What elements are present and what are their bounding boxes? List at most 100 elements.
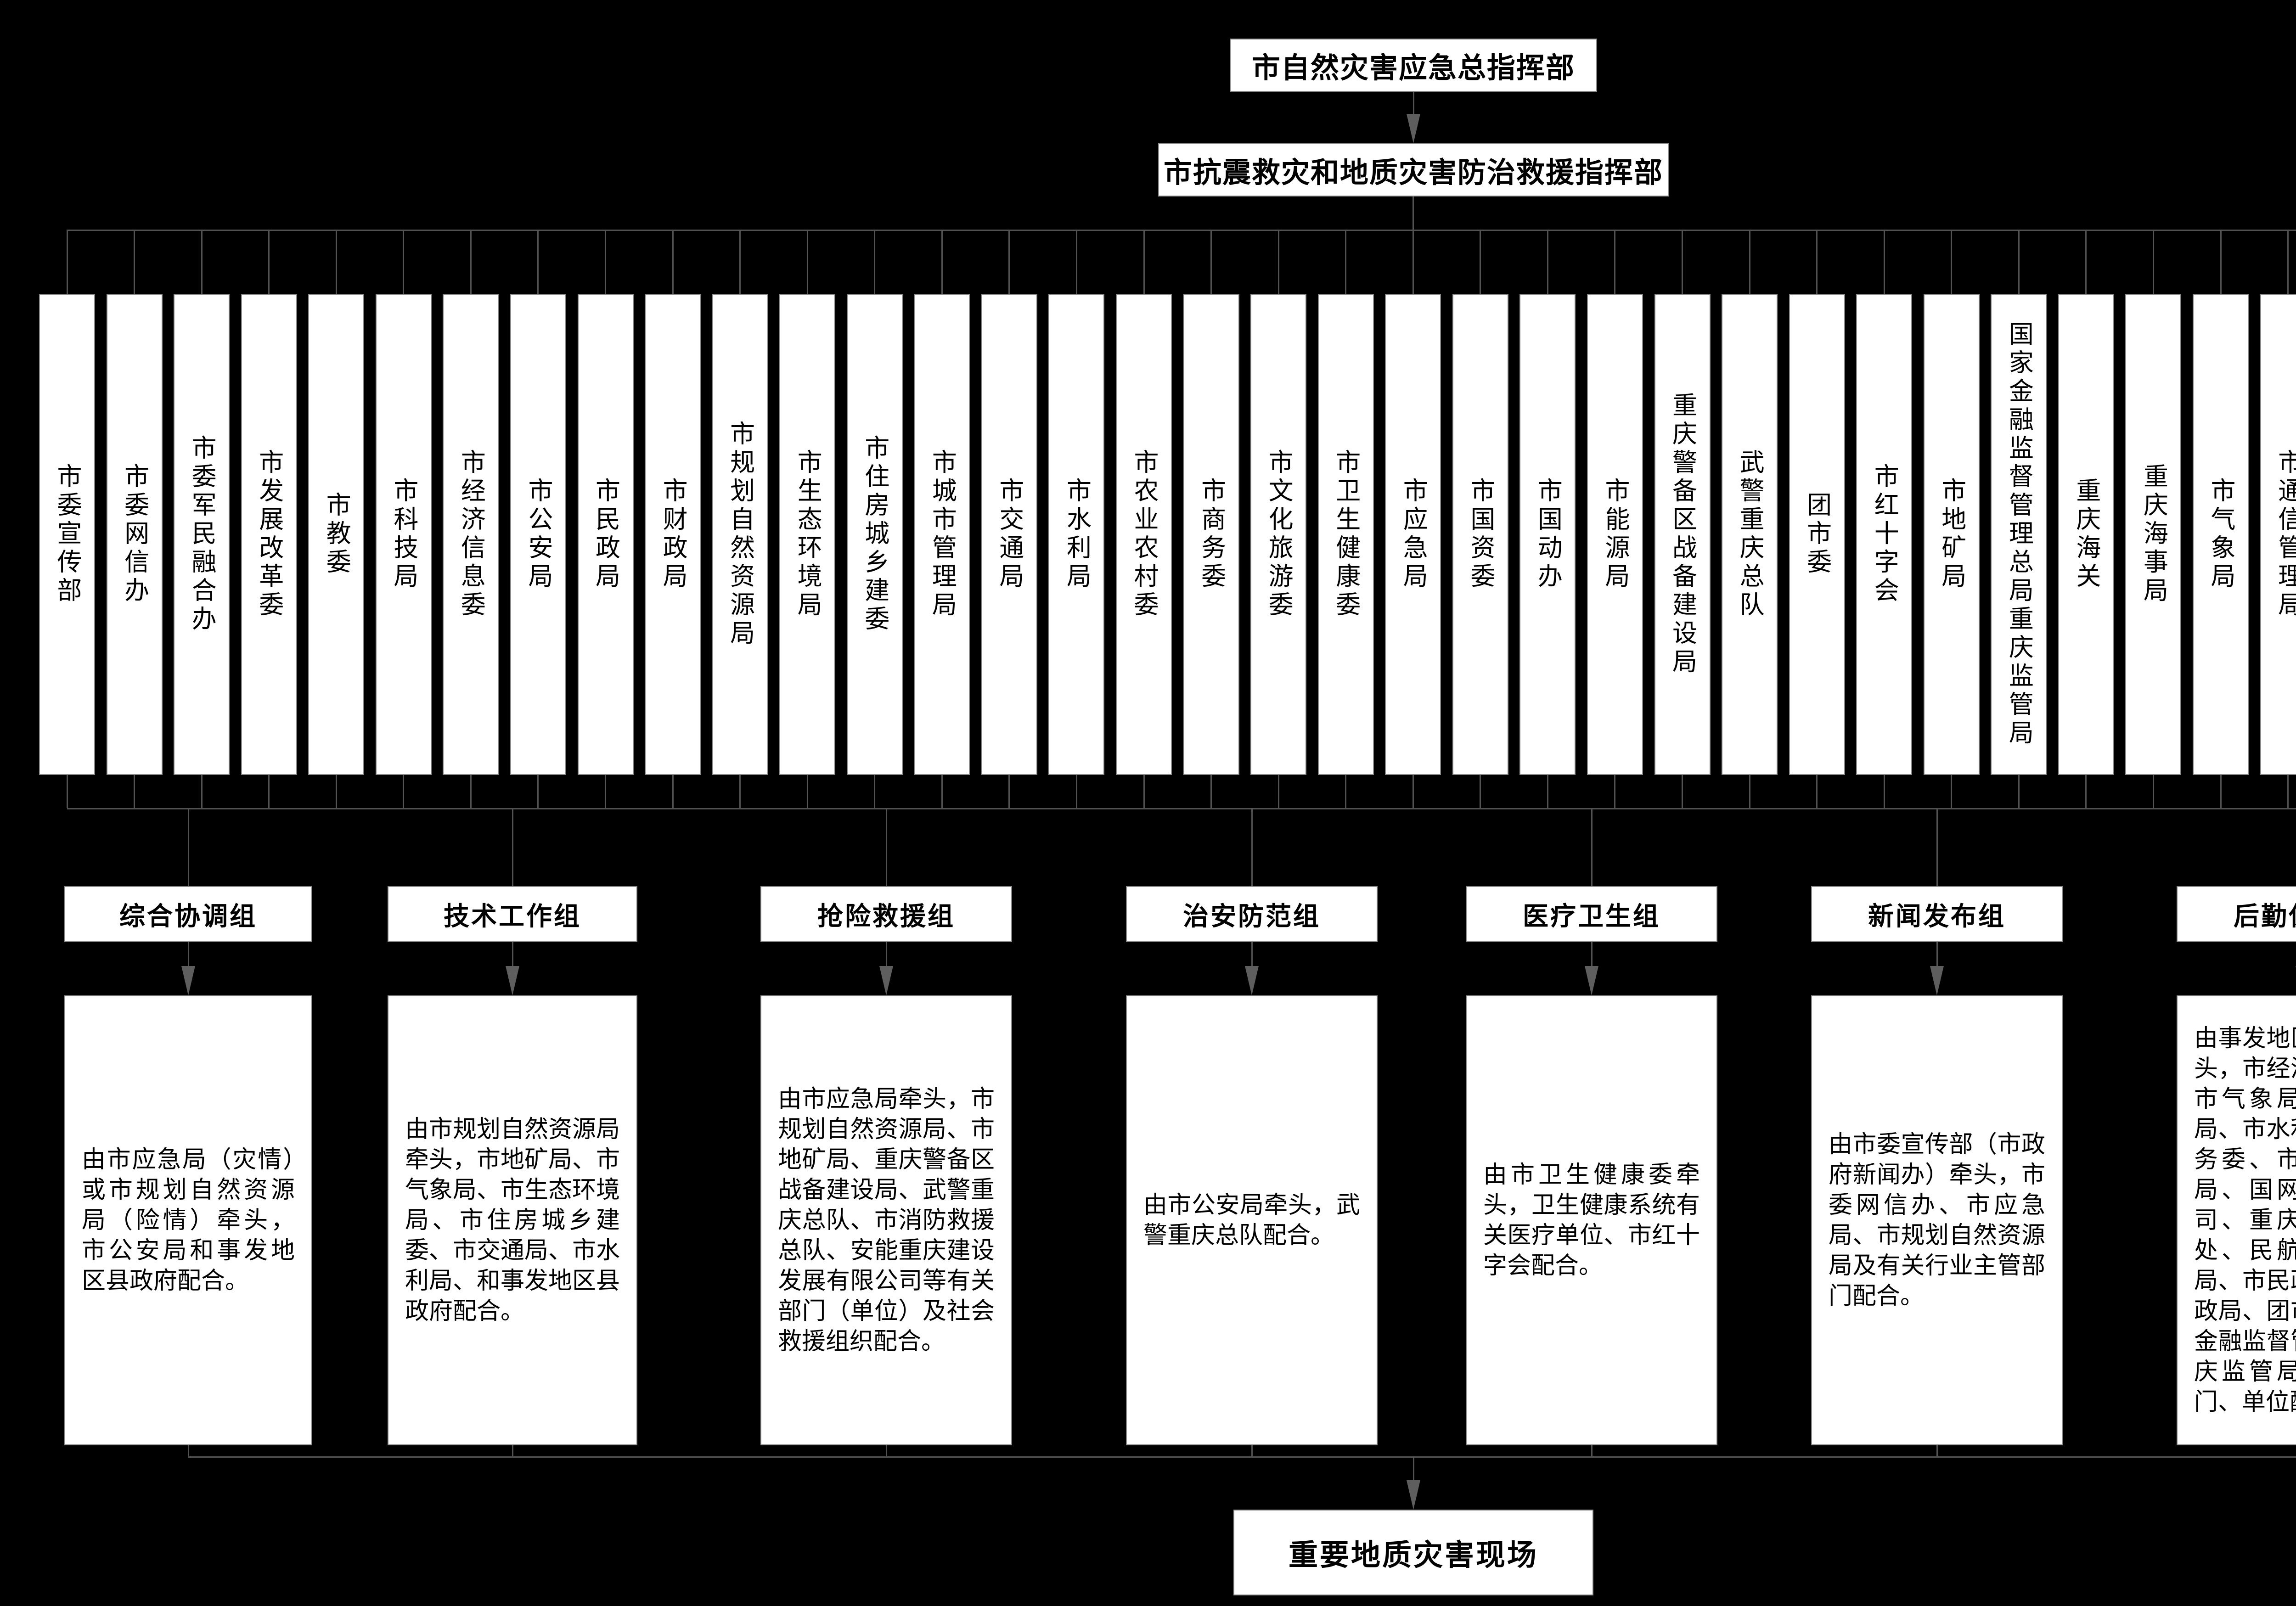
department-column: 市民政局: [577, 230, 634, 808]
department-label: 重庆海关: [2072, 477, 2100, 591]
department-label: 市委宣传部: [53, 463, 81, 606]
department-box: 市委军民融合办: [174, 294, 230, 775]
group-title-box: 医疗卫生组: [1466, 886, 1717, 942]
connector-title-to-desc: [181, 942, 195, 995]
department-column: 武警重庆总队: [1722, 230, 1778, 808]
group-title-label: 抢险救援组: [817, 901, 955, 931]
connector-line: [1883, 230, 1885, 294]
department-label: 市规划自然资源局: [726, 421, 754, 648]
connector-line: [1412, 775, 1414, 808]
department-box: 团市委: [1789, 294, 1845, 775]
group-title-box: 抢险救援组: [760, 886, 1012, 942]
department-column: 市财政局: [645, 230, 701, 808]
department-label: 团市委: [1803, 492, 1831, 577]
connector-line: [1075, 775, 1077, 808]
connector-title-to-desc: [879, 942, 893, 995]
connector-line: [1591, 808, 1593, 886]
group-title-label: 医疗卫生组: [1523, 901, 1660, 931]
connector-line: [1591, 1445, 1593, 1456]
connector-line: [1749, 775, 1750, 808]
department-box: 市住房城乡建委: [846, 294, 903, 775]
department-column: 国家金融监督管理总局重庆监管局: [1991, 230, 2047, 808]
group-column: 技术工作组 由市规划自然资源局牵头，市地矿局、市气象局、市生态环境局、市住房城乡…: [388, 808, 637, 1456]
department-label: 市通信管理局: [2274, 449, 2296, 620]
department-box: 市水利局: [1048, 294, 1105, 775]
connector-line: [2287, 230, 2289, 294]
department-column: 重庆警备区战备建设局: [1654, 230, 1711, 808]
arrow-down-icon: [1930, 966, 1944, 995]
department-box: 市红十字会: [1856, 294, 1913, 775]
department-box: 重庆海关: [2058, 294, 2114, 775]
connector-line: [187, 942, 189, 966]
connector-line: [1480, 775, 1481, 808]
department-column: 市委军民融合办: [174, 230, 230, 808]
department-label: 市科技局: [389, 477, 417, 591]
department-box: 市经济信息委: [443, 294, 499, 775]
connector-line: [201, 230, 203, 294]
department-box: 市商务委: [1183, 294, 1239, 775]
department-box: 市文化旅游委: [1250, 294, 1307, 775]
command-box-sub-label: 市抗震救灾和地质灾害防治救援指挥部: [1163, 157, 1663, 189]
connector-line: [1614, 230, 1616, 294]
department-column: 重庆海事局: [2125, 230, 2182, 808]
department-column: 团市委: [1789, 230, 1845, 808]
department-column: 市地矿局: [1923, 230, 1980, 808]
bus-line-top: [67, 230, 2296, 231]
department-box: 市国动办: [1519, 294, 1576, 775]
department-column: 市水利局: [1048, 230, 1105, 808]
connector-title-to-desc: [1245, 942, 1259, 995]
connector-line: [2220, 775, 2222, 808]
department-box: 市应急局: [1385, 294, 1441, 775]
group-desc-text: 由市卫生健康委牵头，卫生健康系统有关医疗单位、市红十字会配合。: [1483, 1162, 1700, 1279]
connector-line: [874, 230, 876, 294]
connector-line: [1614, 775, 1616, 808]
department-label: 市城市管理局: [928, 449, 956, 620]
connector-to-site: [1407, 1456, 1420, 1510]
arrow-down-icon: [879, 966, 893, 995]
connector-line: [1591, 942, 1593, 966]
group-title-box: 治安防范组: [1126, 886, 1378, 942]
connector-line: [268, 230, 270, 294]
department-box: 市财政局: [645, 294, 701, 775]
department-box: 市委宣传部: [39, 294, 95, 775]
connector-line: [1951, 775, 1953, 808]
connector-line: [134, 230, 135, 294]
department-column: 市委网信办: [106, 230, 163, 808]
command-box-top: 市自然灾害应急总指挥部: [1230, 39, 1597, 92]
arrow-down-icon: [181, 966, 195, 995]
department-label: 市公安局: [524, 477, 552, 591]
department-label: 市商务委: [1197, 477, 1225, 591]
connector-line: [335, 230, 337, 294]
connector-line: [885, 1445, 887, 1456]
connector-line: [201, 775, 203, 808]
department-column: 市文化旅游委: [1250, 230, 1307, 808]
connector-line: [512, 1445, 513, 1456]
department-box: 市教委: [308, 294, 365, 775]
group-desc-box: 由市卫生健康委牵头，卫生健康系统有关医疗单位、市红十字会配合。: [1466, 995, 1717, 1445]
group-title-label: 后勤保障组: [2234, 901, 2296, 931]
department-label: 市生态环境局: [793, 449, 822, 620]
department-column: 市能源局: [1587, 230, 1643, 808]
connector-line: [187, 1445, 189, 1456]
connector-top-to-sub: [1407, 92, 1420, 143]
department-box: 市通信管理局: [2260, 294, 2296, 775]
department-box: 市卫生健康委: [1317, 294, 1374, 775]
connector-line: [739, 775, 741, 808]
arrow-down-icon: [1407, 114, 1420, 143]
department-column: 市红十字会: [1856, 230, 1913, 808]
connector-line: [470, 775, 472, 808]
group-title-box: 技术工作组: [388, 886, 637, 942]
connector-line: [941, 230, 943, 294]
department-label: 市地矿局: [1937, 477, 1965, 591]
connector-line: [66, 775, 68, 808]
connector-line: [1075, 230, 1077, 294]
department-label: 市国资委: [1466, 477, 1494, 591]
connector-line: [1251, 808, 1253, 886]
connector-line: [874, 775, 876, 808]
group-column: 抢险救援组 由市应急局牵头，市规划自然资源局、市地矿局、重庆警备区战备建设局、武…: [760, 808, 1012, 1456]
department-box: 市地矿局: [1923, 294, 1980, 775]
group-title-label: 综合协调组: [119, 901, 257, 931]
connector-line: [1345, 775, 1347, 808]
connector-line: [1547, 230, 1548, 294]
department-label: 市红十字会: [1870, 463, 1898, 606]
